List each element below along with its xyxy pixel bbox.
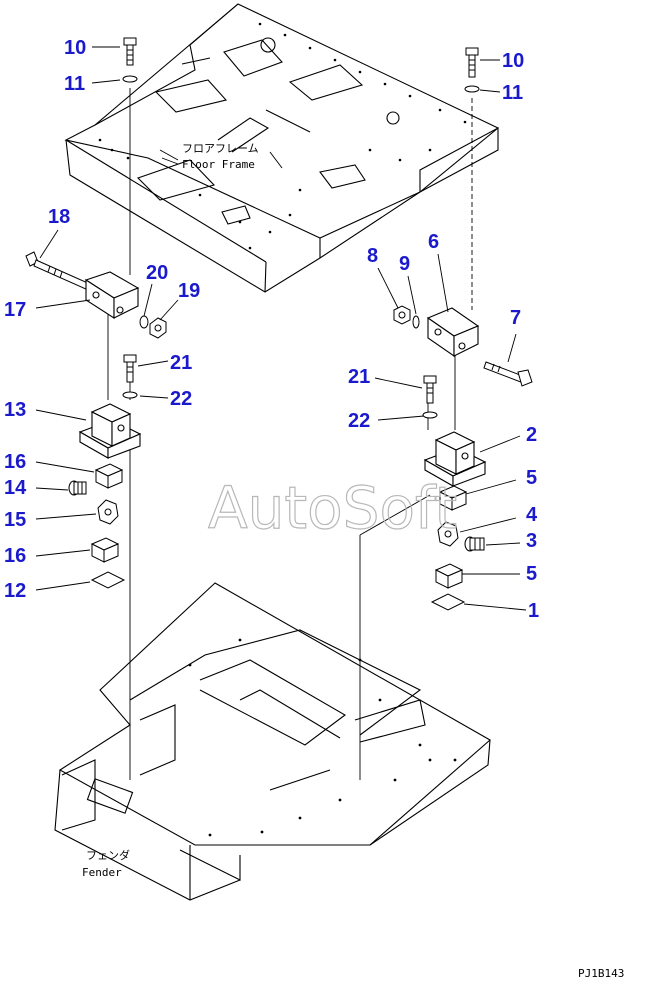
callout-18: 18	[48, 206, 70, 228]
callout-7: 7	[510, 307, 521, 329]
floor-frame	[64, 3, 500, 293]
floor-frame-holes	[98, 22, 467, 250]
washer-11-right	[464, 85, 480, 93]
callout-16-top: 16	[4, 451, 26, 473]
callout-5-bottom: 5	[526, 563, 537, 585]
watermark: AutoSoft	[208, 474, 457, 542]
bolt-7	[483, 361, 533, 387]
washer-11-left	[122, 75, 138, 83]
washer-20	[139, 315, 149, 329]
bolt-21-right	[423, 375, 437, 404]
callout-6: 6	[428, 231, 439, 253]
callout-9: 9	[399, 253, 410, 275]
fender-label-en: Fender	[82, 866, 122, 879]
mount-13	[78, 403, 142, 459]
support-frame	[54, 582, 491, 901]
callout-10-left: 10	[64, 37, 86, 59]
mount-2	[423, 431, 487, 487]
bolt-21-left	[123, 354, 137, 383]
leader-lines	[35, 46, 527, 611]
bracket-6	[426, 307, 480, 358]
callout-4: 4	[526, 504, 538, 526]
callout-12: 12	[4, 580, 26, 602]
callouts: 10 11 10 11 18 17 20 19 8 9 6 7 21 22 21…	[4, 37, 539, 622]
callout-8: 8	[367, 245, 378, 267]
spring-14	[68, 480, 87, 496]
shim-1	[430, 593, 466, 611]
bolt-10-left	[123, 37, 137, 66]
floor-frame-label-en: Floor Frame	[182, 158, 255, 171]
callout-20: 20	[146, 262, 168, 284]
callout-16-bottom: 16	[4, 545, 26, 567]
callout-15: 15	[4, 509, 26, 531]
stopper-16-top	[94, 463, 124, 489]
shim-12	[90, 571, 126, 589]
callout-17: 17	[4, 299, 26, 321]
center-lines	[107, 88, 473, 780]
fender-label-jp: フェンダ	[86, 848, 130, 862]
stopper-5-top	[438, 485, 468, 511]
callout-21-left: 21	[170, 352, 192, 374]
floor-frame-label-jp: フロアフレーム	[182, 142, 259, 155]
bracket-17	[84, 271, 140, 320]
washer-22-right	[422, 411, 438, 419]
callout-1: 1	[528, 600, 539, 622]
stopper-5-bottom	[434, 563, 464, 589]
bolt-18	[25, 251, 91, 291]
nut-15	[97, 499, 119, 525]
callout-5-top: 5	[526, 467, 537, 489]
nut-4	[437, 521, 459, 547]
callout-3: 3	[526, 530, 537, 552]
callout-22-left: 22	[170, 388, 192, 410]
spring-3	[464, 536, 485, 552]
stopper-16-bottom	[90, 537, 120, 563]
callout-10-right: 10	[502, 50, 524, 72]
callout-2: 2	[526, 424, 537, 446]
washer-9	[412, 315, 420, 329]
callout-11-right: 11	[502, 82, 523, 104]
callout-14: 14	[4, 477, 27, 499]
nut-19	[149, 317, 167, 339]
callout-19: 19	[178, 280, 200, 302]
callout-21-right: 21	[348, 366, 370, 388]
callout-11-left: 11	[64, 73, 85, 95]
bolt-10-right	[465, 47, 479, 78]
callout-13: 13	[4, 399, 26, 421]
nut-8	[393, 305, 411, 325]
callout-22-right: 22	[348, 410, 370, 432]
support-frame-holes	[188, 638, 457, 837]
washer-22-left	[122, 391, 138, 399]
drawing-code: PJ1B143	[578, 967, 624, 980]
